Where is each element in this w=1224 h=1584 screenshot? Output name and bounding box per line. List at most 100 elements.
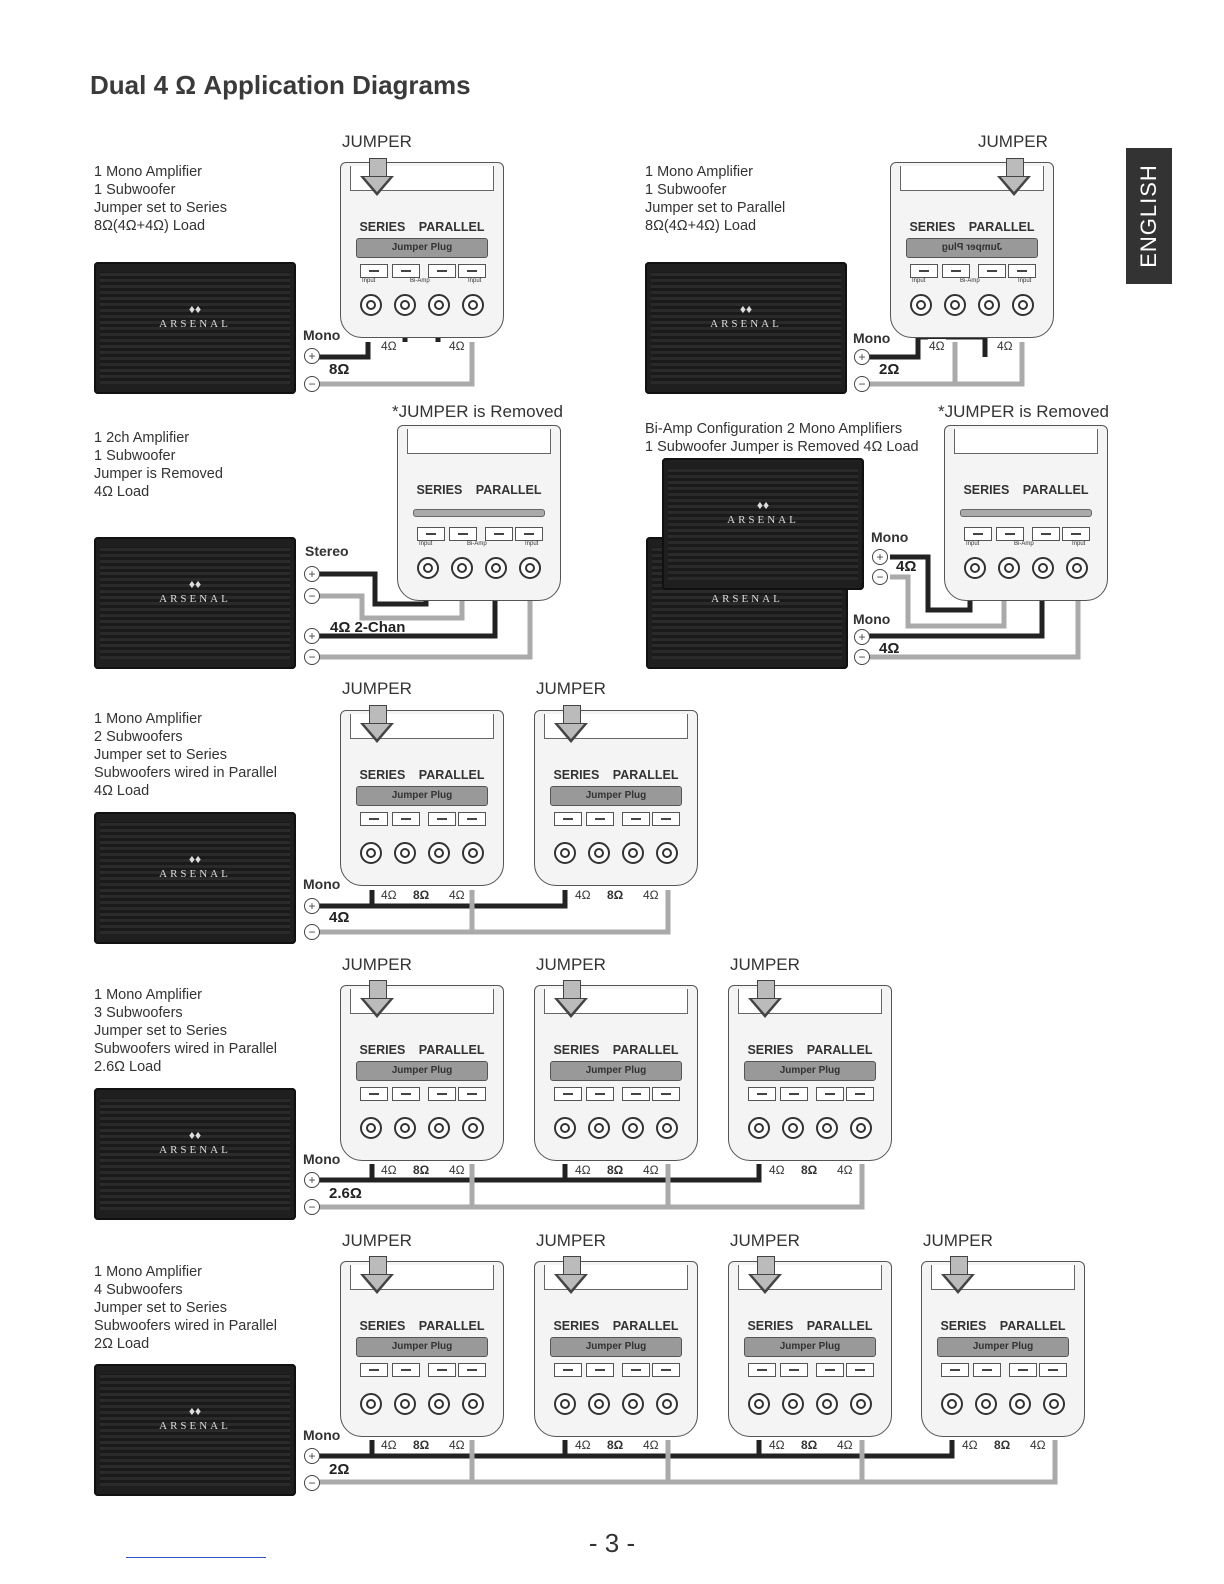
biamp-label: Bi-Amp: [410, 278, 430, 284]
jumper-plug: Jumper Plug: [550, 1337, 682, 1357]
series-label: SERIES: [909, 220, 956, 234]
input-label: Input: [1072, 541, 1086, 547]
desc-line: 1 Subwoofer: [94, 182, 176, 198]
desc-line: 8Ω(4Ω+4Ω) Load: [645, 218, 757, 234]
wire-negative: [318, 890, 671, 935]
terminal-post-icon: [850, 1393, 872, 1415]
terminal-post-icon: [656, 842, 678, 864]
parallel-label: PARALLEL: [806, 1043, 873, 1057]
desc-line: 4Ω Load: [94, 783, 150, 799]
desc-line: Subwoofers wired in Parallel: [94, 1318, 277, 1334]
terminal-post-icon: [1066, 557, 1088, 579]
desc-line: Bi-Amp Configuration 2 Mono Amplifiers: [645, 421, 903, 437]
input-label: Input: [362, 278, 376, 284]
amp-brand: ARSENAL: [159, 868, 231, 880]
subwoofer-terminal: SERIES PARALLEL Input Bi-Amp Input: [944, 425, 1108, 601]
mono-label: Mono: [853, 611, 891, 627]
impedance-label: 8Ω: [606, 888, 625, 902]
series-parallel-label: SERIES PARALLEL: [340, 220, 504, 234]
minus-terminal-icon: −: [854, 376, 870, 392]
amplifier: ♦♦ARSENAL: [94, 1364, 296, 1496]
plus-terminal-icon: +: [854, 349, 870, 365]
mono-label: Mono: [871, 529, 909, 545]
brand-logo-icon: ♦♦: [188, 852, 202, 866]
wire-positive: [318, 890, 568, 909]
jumper-label: JUMPER: [342, 679, 412, 698]
impedance-label: 4Ω: [448, 888, 466, 902]
terminal-post-icon: [554, 842, 576, 864]
series-parallel-label: SERIES PARALLEL: [890, 220, 1054, 234]
jumper-plug: Jumper Plug: [550, 786, 682, 806]
series-label: SERIES: [359, 220, 406, 234]
diagram-5-description: 1 Mono Amplifier 2 Subwoofers Jumper set…: [94, 710, 277, 800]
impedance-label: 8Ω: [412, 1438, 431, 1452]
series-parallel-label: SERIES PARALLEL: [728, 1319, 892, 1333]
impedance-label: 4Ω: [448, 1163, 466, 1177]
jumper-label: JUMPER: [536, 1231, 606, 1250]
desc-line: Jumper is Removed: [94, 466, 223, 482]
series-parallel-label: SERIES PARALLEL: [340, 768, 504, 782]
wire-negative: [318, 596, 533, 660]
jumper-removed-label: *JUMPER is Removed: [938, 402, 1109, 421]
series-label: SERIES: [747, 1043, 794, 1057]
load-label: 2Ω: [879, 361, 900, 378]
impedance-label: 4Ω: [380, 1163, 398, 1177]
subwoofer-terminal: SERIES PARALLEL Input Bi-Amp Input: [397, 425, 561, 601]
jumper-label: JUMPER: [342, 132, 412, 151]
plus-terminal-icon: +: [304, 1448, 320, 1464]
impedance-label: 4Ω: [448, 339, 466, 353]
terminal-post-icon: [998, 557, 1020, 579]
amplifier: ♦♦ ARSENAL: [94, 812, 296, 944]
minus-terminal-icon: −: [854, 649, 870, 665]
wire-negative: [890, 574, 1007, 629]
parallel-label: PARALLEL: [1022, 483, 1089, 497]
terminal-post-icon: [554, 1117, 576, 1139]
load-label: 2Ω: [329, 1461, 350, 1478]
terminal-post-icon: [1009, 1393, 1031, 1415]
footer-divider: [126, 1557, 266, 1558]
jumper-label: JUMPER: [536, 679, 606, 698]
brand-logo-icon: ♦♦: [188, 302, 202, 316]
minus-terminal-icon: −: [304, 588, 320, 604]
wire-positive: [868, 342, 921, 360]
terminal-post-icon: [462, 1117, 484, 1139]
terminal-post-icon: [975, 1393, 997, 1415]
terminal-post-icon: [394, 1117, 416, 1139]
brand-logo-icon: ♦♦: [739, 302, 753, 316]
impedance-label: 4Ω: [996, 339, 1014, 353]
jumper-plug: Jumper Plug: [356, 1337, 488, 1357]
impedance-label: 4Ω: [574, 888, 592, 902]
terminal-post-icon: [850, 1117, 872, 1139]
impedance-label: 4Ω: [642, 888, 660, 902]
mono-label: Mono: [303, 876, 341, 892]
stereo-label: Stereo: [305, 543, 349, 559]
desc-line: 2 Subwoofers: [94, 729, 183, 745]
brand-logo-icon: ♦♦: [188, 1404, 202, 1418]
terminal-post-icon: [451, 557, 473, 579]
impedance-label: 8Ω: [993, 1438, 1012, 1452]
terminal-post-icon: [748, 1117, 770, 1139]
amplifier: ♦♦ARSENAL: [645, 262, 847, 394]
desc-line: 1 Mono Amplifier: [94, 711, 202, 727]
impedance-label: 4Ω: [380, 888, 398, 902]
impedance-label: 4Ω: [836, 1163, 854, 1177]
series-parallel-label: SERIES PARALLEL: [534, 1319, 698, 1333]
plus-terminal-icon: +: [872, 549, 888, 565]
parallel-label: PARALLEL: [418, 1043, 485, 1057]
jumper-label: JUMPER: [730, 955, 800, 974]
biamp-label: Bi-Amp: [467, 541, 487, 547]
impedance-label: 8Ω: [800, 1163, 819, 1177]
impedance-label: 4Ω: [961, 1438, 979, 1452]
terminal-post-icon: [978, 294, 1000, 316]
mono-label: Mono: [303, 327, 341, 343]
series-label: SERIES: [553, 768, 600, 782]
terminal-post-icon: [554, 1393, 576, 1415]
minus-terminal-icon: −: [304, 376, 320, 392]
desc-line: 1 Subwoofer: [645, 182, 727, 198]
impedance-label: 4Ω: [768, 1163, 786, 1177]
terminal-post-icon: [394, 294, 416, 316]
page-number: - 3 -: [588, 1528, 636, 1558]
desc-line: 1 Mono Amplifier: [94, 164, 202, 180]
terminal-post-icon: [622, 842, 644, 864]
desc-line: 2.6Ω Load: [94, 1059, 162, 1075]
